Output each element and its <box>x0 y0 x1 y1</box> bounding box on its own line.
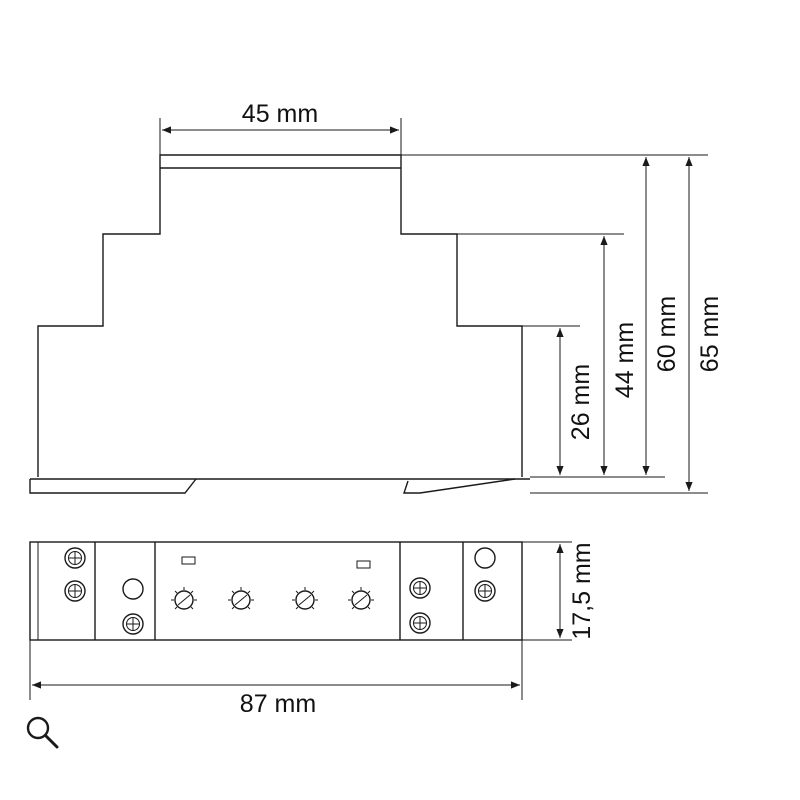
front-extension-lines <box>29 541 572 700</box>
terminal-screw-icon <box>64 547 86 569</box>
dim-26mm-label: 26 mm <box>567 364 595 440</box>
terminal-screw-icon <box>474 580 496 602</box>
din-clip-left <box>29 478 197 494</box>
dim-45mm-label: 45 mm <box>242 100 318 128</box>
terminal-screw-icon <box>409 612 431 634</box>
dim-44mm: 44 mm <box>600 236 639 475</box>
dim-17-5mm-label: 17,5 mm <box>568 542 596 639</box>
terminal-screw-icon <box>64 580 86 602</box>
dim-87mm: 87 mm <box>32 681 520 718</box>
dim-17-5mm: 17,5 mm <box>556 542 596 640</box>
dim-65mm: 65 mm <box>685 157 724 491</box>
side-view <box>29 154 530 494</box>
zoom-button[interactable] <box>22 712 62 752</box>
dim-44mm-label: 44 mm <box>611 322 639 398</box>
adjustment-knob-icon <box>348 587 374 610</box>
dim-26mm: 26 mm <box>556 328 595 475</box>
side-view-outline <box>37 154 523 477</box>
dim-45mm: 45 mm <box>162 100 399 134</box>
adjustment-knob-icons <box>171 587 374 610</box>
dim-65mm-label: 65 mm <box>696 296 724 372</box>
indicator-circle-icon <box>474 547 496 569</box>
terminal-screw-icon <box>122 613 144 635</box>
adjustment-knob-icon <box>228 587 254 610</box>
terminal-screw-icons <box>64 547 496 635</box>
adjustment-knob-icon <box>171 587 197 610</box>
led-indicator-icon <box>181 556 196 565</box>
indicator-circle-icon <box>122 578 144 600</box>
extension-lines <box>159 118 708 494</box>
adjustment-knob-icon <box>292 587 318 610</box>
magnifier-icon <box>26 716 59 749</box>
led-indicator-icon <box>356 560 371 569</box>
dim-87mm-label: 87 mm <box>240 690 316 718</box>
dim-60mm: 60 mm <box>642 157 681 475</box>
din-clip-right <box>403 478 516 494</box>
dim-60mm-label: 60 mm <box>653 296 681 372</box>
terminal-screw-icon <box>409 577 431 599</box>
front-view <box>29 541 523 641</box>
front-view-outline <box>29 541 523 641</box>
